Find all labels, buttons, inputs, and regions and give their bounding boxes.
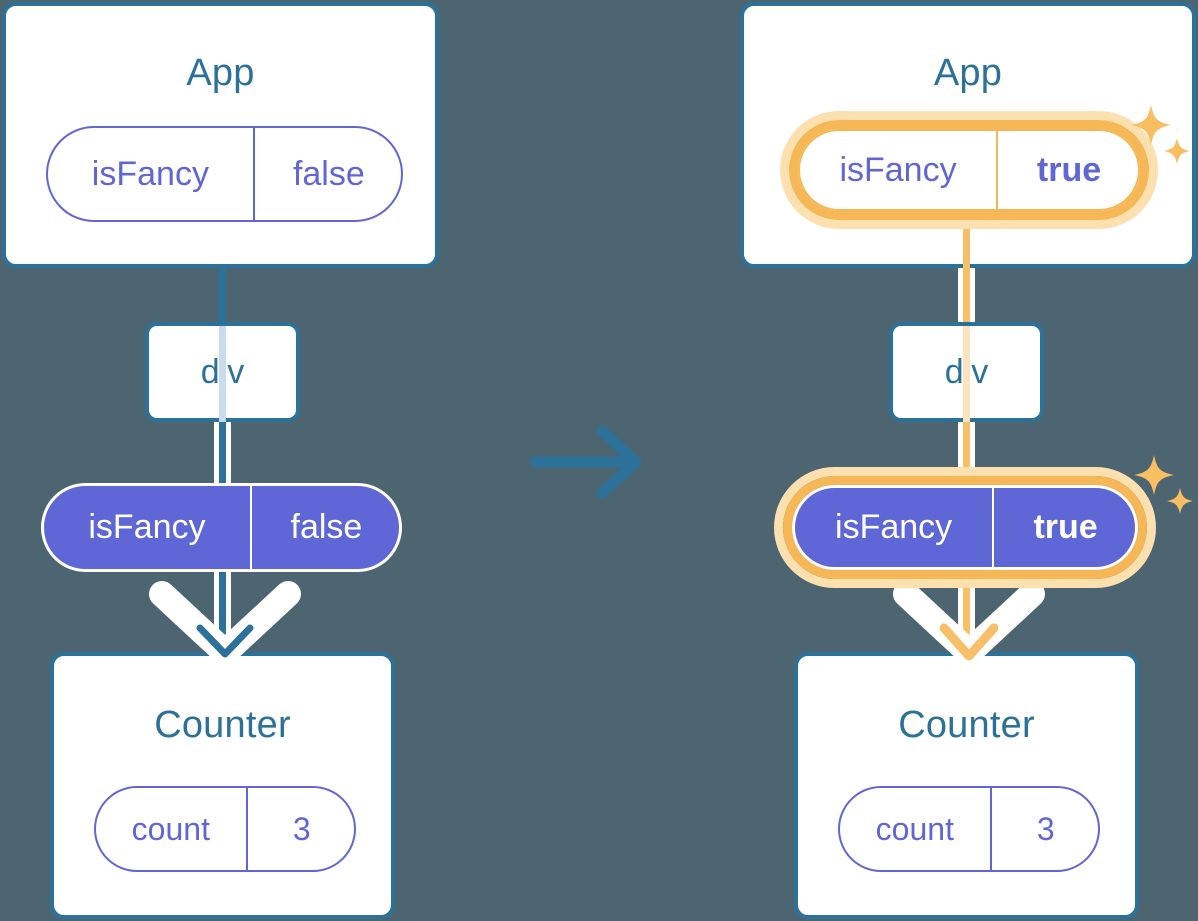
prop-pill-value-after: true <box>992 488 1137 567</box>
prop-pill-name-after: isFancy <box>835 508 953 546</box>
connector-inside-div-after <box>963 326 970 422</box>
sparkles-prop-pill-after <box>1130 450 1198 525</box>
connector-app-to-div-before <box>219 218 226 326</box>
counter-state-pill-name-after: count <box>875 810 954 847</box>
prop-pill-name-before: isFancy <box>88 508 206 546</box>
connector-div-to-prop-before <box>219 420 226 490</box>
prop-pill-value-before: false <box>249 486 401 569</box>
connector-prop-to-counter-before <box>219 560 226 650</box>
prop-pill-before[interactable]: isFancy false <box>41 483 402 572</box>
app-state-pill-after[interactable]: isFancy true <box>798 129 1140 211</box>
arrowhead-to-counter-before <box>140 580 310 670</box>
transition-arrow <box>530 425 650 505</box>
arrow-right-icon <box>530 425 642 499</box>
sparkle-icon <box>1131 105 1190 164</box>
sparkles-app-pill-after <box>1125 100 1195 175</box>
counter-card-after: Counter count 3 <box>794 652 1139 919</box>
connector-app-to-div-after <box>963 268 970 328</box>
connector-inside-div-before <box>219 326 226 422</box>
prop-pill-after[interactable]: isFancy true <box>792 485 1138 570</box>
sparkle-icon <box>1134 455 1193 514</box>
app-card-title-before: App <box>186 52 255 94</box>
connector-prop-to-counter-after <box>963 560 970 652</box>
app-state-pill-value-before: false <box>252 128 403 220</box>
app-state-pill-name-before: isFancy <box>91 154 209 193</box>
counter-state-pill-value-before: 3 <box>245 788 356 870</box>
app-state-pill-before[interactable]: isFancy false <box>46 126 403 222</box>
counter-state-pill-after[interactable]: count 3 <box>838 786 1100 872</box>
app-state-pill-name-after: isFancy <box>839 150 957 189</box>
app-card-before: App isFancy false <box>2 2 439 268</box>
app-state-pill-value-after: true <box>996 131 1140 209</box>
counter-state-pill-before[interactable]: count 3 <box>94 786 356 872</box>
counter-card-title-after: Counter <box>898 704 1035 746</box>
arrowhead-to-counter-after <box>884 580 1054 670</box>
app-card-title-after: App <box>933 52 1003 94</box>
counter-state-pill-name-before: count <box>131 810 210 847</box>
connector-app-to-div-after-inside-card <box>963 218 970 270</box>
connector-div-to-prop-after <box>963 420 970 490</box>
counter-state-pill-value-after: 3 <box>989 788 1100 870</box>
counter-card-before: Counter count 3 <box>50 652 395 919</box>
counter-card-title-before: Counter <box>154 704 291 746</box>
